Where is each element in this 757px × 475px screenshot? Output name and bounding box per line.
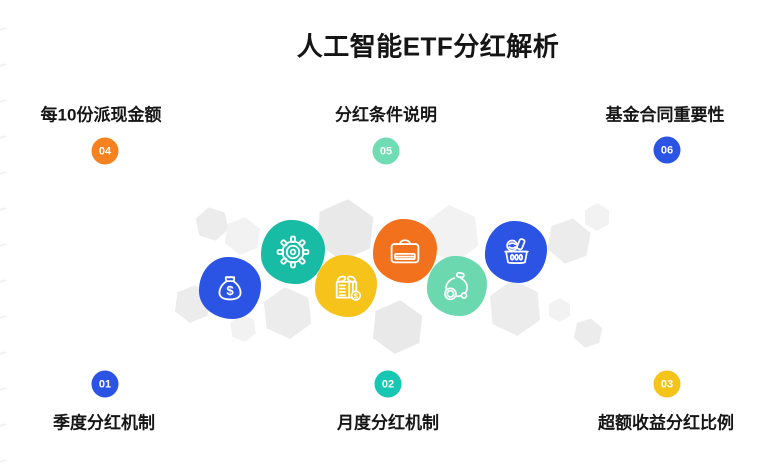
edge-tick-decoration xyxy=(0,243,7,247)
label-excess-return-ratio: 超额收益分红比例 xyxy=(598,413,734,433)
money-jar-icon xyxy=(444,272,469,301)
hexagon-decoration xyxy=(585,203,609,231)
badge-04: 04 xyxy=(91,137,119,165)
badge-06: 06 xyxy=(653,136,681,164)
label-dividend-conditions: 分红条件说明 xyxy=(335,105,437,125)
badge-01: 01 xyxy=(91,370,119,398)
edge-tick-decoration xyxy=(0,315,7,319)
edge-tick-decoration xyxy=(0,207,7,211)
label-monthly-dividend: 月度分红机制 xyxy=(337,413,439,433)
money-jar-circle xyxy=(427,256,487,316)
edge-tick-decoration xyxy=(0,135,7,139)
edge-tick-decoration xyxy=(0,387,7,391)
edge-tick-decoration xyxy=(0,63,7,67)
badge-02: 02 xyxy=(374,370,402,398)
badge-03: 03 xyxy=(653,370,681,398)
briefcase-circle xyxy=(373,219,437,283)
label-quarterly-dividend: 季度分红机制 xyxy=(53,413,155,433)
edge-tick-decoration xyxy=(0,279,7,283)
shopping-basket-circle xyxy=(485,221,547,283)
badge-05: 05 xyxy=(372,137,400,165)
hexagon-decoration xyxy=(572,316,604,351)
hexagon-decoration xyxy=(224,215,262,257)
gift-box-circle: $ xyxy=(315,255,377,317)
svg-text:$: $ xyxy=(353,293,357,300)
edge-tick-decoration xyxy=(0,423,7,427)
shopping-basket-icon xyxy=(503,237,529,264)
money-bag-icon: $ xyxy=(218,276,242,301)
label-fund-contract-importance: 基金合同重要性 xyxy=(605,105,725,125)
edge-tick-decoration xyxy=(0,351,7,355)
hexagon-decoration xyxy=(549,298,570,322)
hexagon-decoration xyxy=(489,278,542,338)
svg-text:$: $ xyxy=(226,283,234,298)
hexagon-decoration xyxy=(371,298,423,357)
edge-tick-decoration xyxy=(0,99,7,103)
hexagon-decoration xyxy=(262,285,312,341)
gear-circle xyxy=(261,220,325,284)
money-bag-circle: $ xyxy=(199,257,261,319)
gear-icon xyxy=(276,235,310,269)
edge-tick-decoration xyxy=(0,459,7,463)
edge-tick-decoration xyxy=(0,171,7,175)
gift-box-icon: $ xyxy=(335,275,361,301)
page-title: 人工智能ETF分红解析 xyxy=(296,31,560,62)
edge-tick-decoration xyxy=(0,27,7,31)
briefcase-icon xyxy=(390,239,420,264)
hexagon-decoration xyxy=(194,204,230,243)
label-per-10-units-payout: 每10份派现金额 xyxy=(40,105,162,125)
